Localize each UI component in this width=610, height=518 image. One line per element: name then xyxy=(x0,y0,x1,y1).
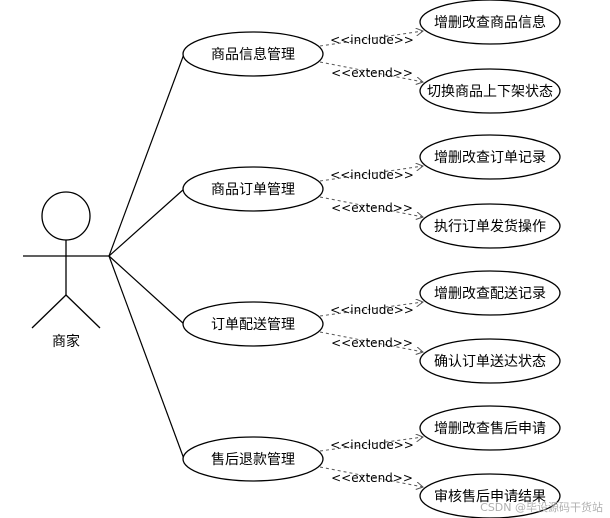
include-dependency-line xyxy=(319,166,423,182)
include-stereotype-label: <<include>> xyxy=(330,438,414,452)
association-line xyxy=(108,255,185,325)
actor-right-leg xyxy=(65,294,101,329)
actor-left-leg xyxy=(31,294,67,329)
include-dependency-line xyxy=(319,302,423,317)
extend-use-case: 执行订单发货操作 xyxy=(419,203,561,249)
include-use-case-label: 增删改查售后申请 xyxy=(434,421,546,437)
use-case-ellipse xyxy=(419,68,561,114)
include-dependency-line xyxy=(319,437,423,452)
include-stereotype-label: <<include>> xyxy=(330,33,414,47)
include-use-case: 增删改查商品信息 xyxy=(419,0,561,45)
main-use-case-label: 售后退款管理 xyxy=(211,452,295,468)
extend-use-case-label: 执行订单发货操作 xyxy=(434,218,546,235)
watermark: CSDN @毕设源码干货站 xyxy=(480,500,603,514)
include-dependency-line xyxy=(319,31,423,47)
main-use-case: 商品订单管理 xyxy=(182,166,324,212)
association-line xyxy=(108,188,185,257)
extend-stereotype-label: <<extend>> xyxy=(331,471,413,485)
extend-use-case-label: 切换商品上下架状态 xyxy=(427,83,553,100)
actor-head xyxy=(41,191,91,241)
include-use-case: 增删改查配送记录 xyxy=(419,270,561,316)
include-stereotype-label: <<include>> xyxy=(330,168,414,182)
association-line xyxy=(108,255,185,460)
use-case-ellipse xyxy=(182,31,324,77)
include-use-case: 增删改查售后申请 xyxy=(419,405,561,451)
main-use-case-label: 商品信息管理 xyxy=(211,46,295,63)
extend-use-case: 切换商品上下架状态 xyxy=(419,68,561,114)
use-case-ellipse xyxy=(182,436,324,482)
use-case-ellipse xyxy=(182,166,324,212)
use-case-ellipse xyxy=(419,405,561,451)
actor: 商家 xyxy=(23,191,109,350)
actor-name: 商家 xyxy=(52,333,80,350)
use-case-ellipse xyxy=(419,473,561,518)
extend-use-case-label: 确认订单送达状态 xyxy=(434,354,546,370)
extend-use-case: 确认订单送达状态 xyxy=(419,338,561,384)
include-use-case-label: 增删改查商品信息 xyxy=(434,14,546,31)
main-use-case: 商品信息管理 xyxy=(182,31,324,77)
main-use-case-label: 订单配送管理 xyxy=(211,317,295,333)
use-case-ellipse xyxy=(419,134,561,180)
include-use-case-label: 增删改查配送记录 xyxy=(434,286,546,302)
use-case-ellipse xyxy=(182,301,324,347)
extend-stereotype-label: <<extend>> xyxy=(331,336,413,350)
main-use-case: 订单配送管理 xyxy=(182,301,324,347)
include-stereotype-label: <<include>> xyxy=(330,303,414,317)
extend-stereotype-label: <<extend>> xyxy=(331,66,413,80)
use-case-ellipse xyxy=(419,0,561,45)
extend-use-case-label: 审核售后申请结果 xyxy=(434,489,546,505)
include-use-case: 增删改查订单记录 xyxy=(419,134,561,180)
use-case-ellipse xyxy=(419,270,561,316)
extend-stereotype-label: <<extend>> xyxy=(331,201,413,215)
main-use-case-label: 商品订单管理 xyxy=(211,182,295,198)
use-case-ellipse xyxy=(419,203,561,249)
include-use-case-label: 增删改查订单记录 xyxy=(434,150,546,166)
association-line xyxy=(108,53,185,257)
use-case-ellipse xyxy=(419,338,561,384)
main-use-case: 售后退款管理 xyxy=(182,436,324,482)
extend-use-case: 审核售后申请结果 xyxy=(419,473,561,518)
relationship-lines: <<include>> <<extend>> <<include>> <<extend… xyxy=(108,31,423,487)
